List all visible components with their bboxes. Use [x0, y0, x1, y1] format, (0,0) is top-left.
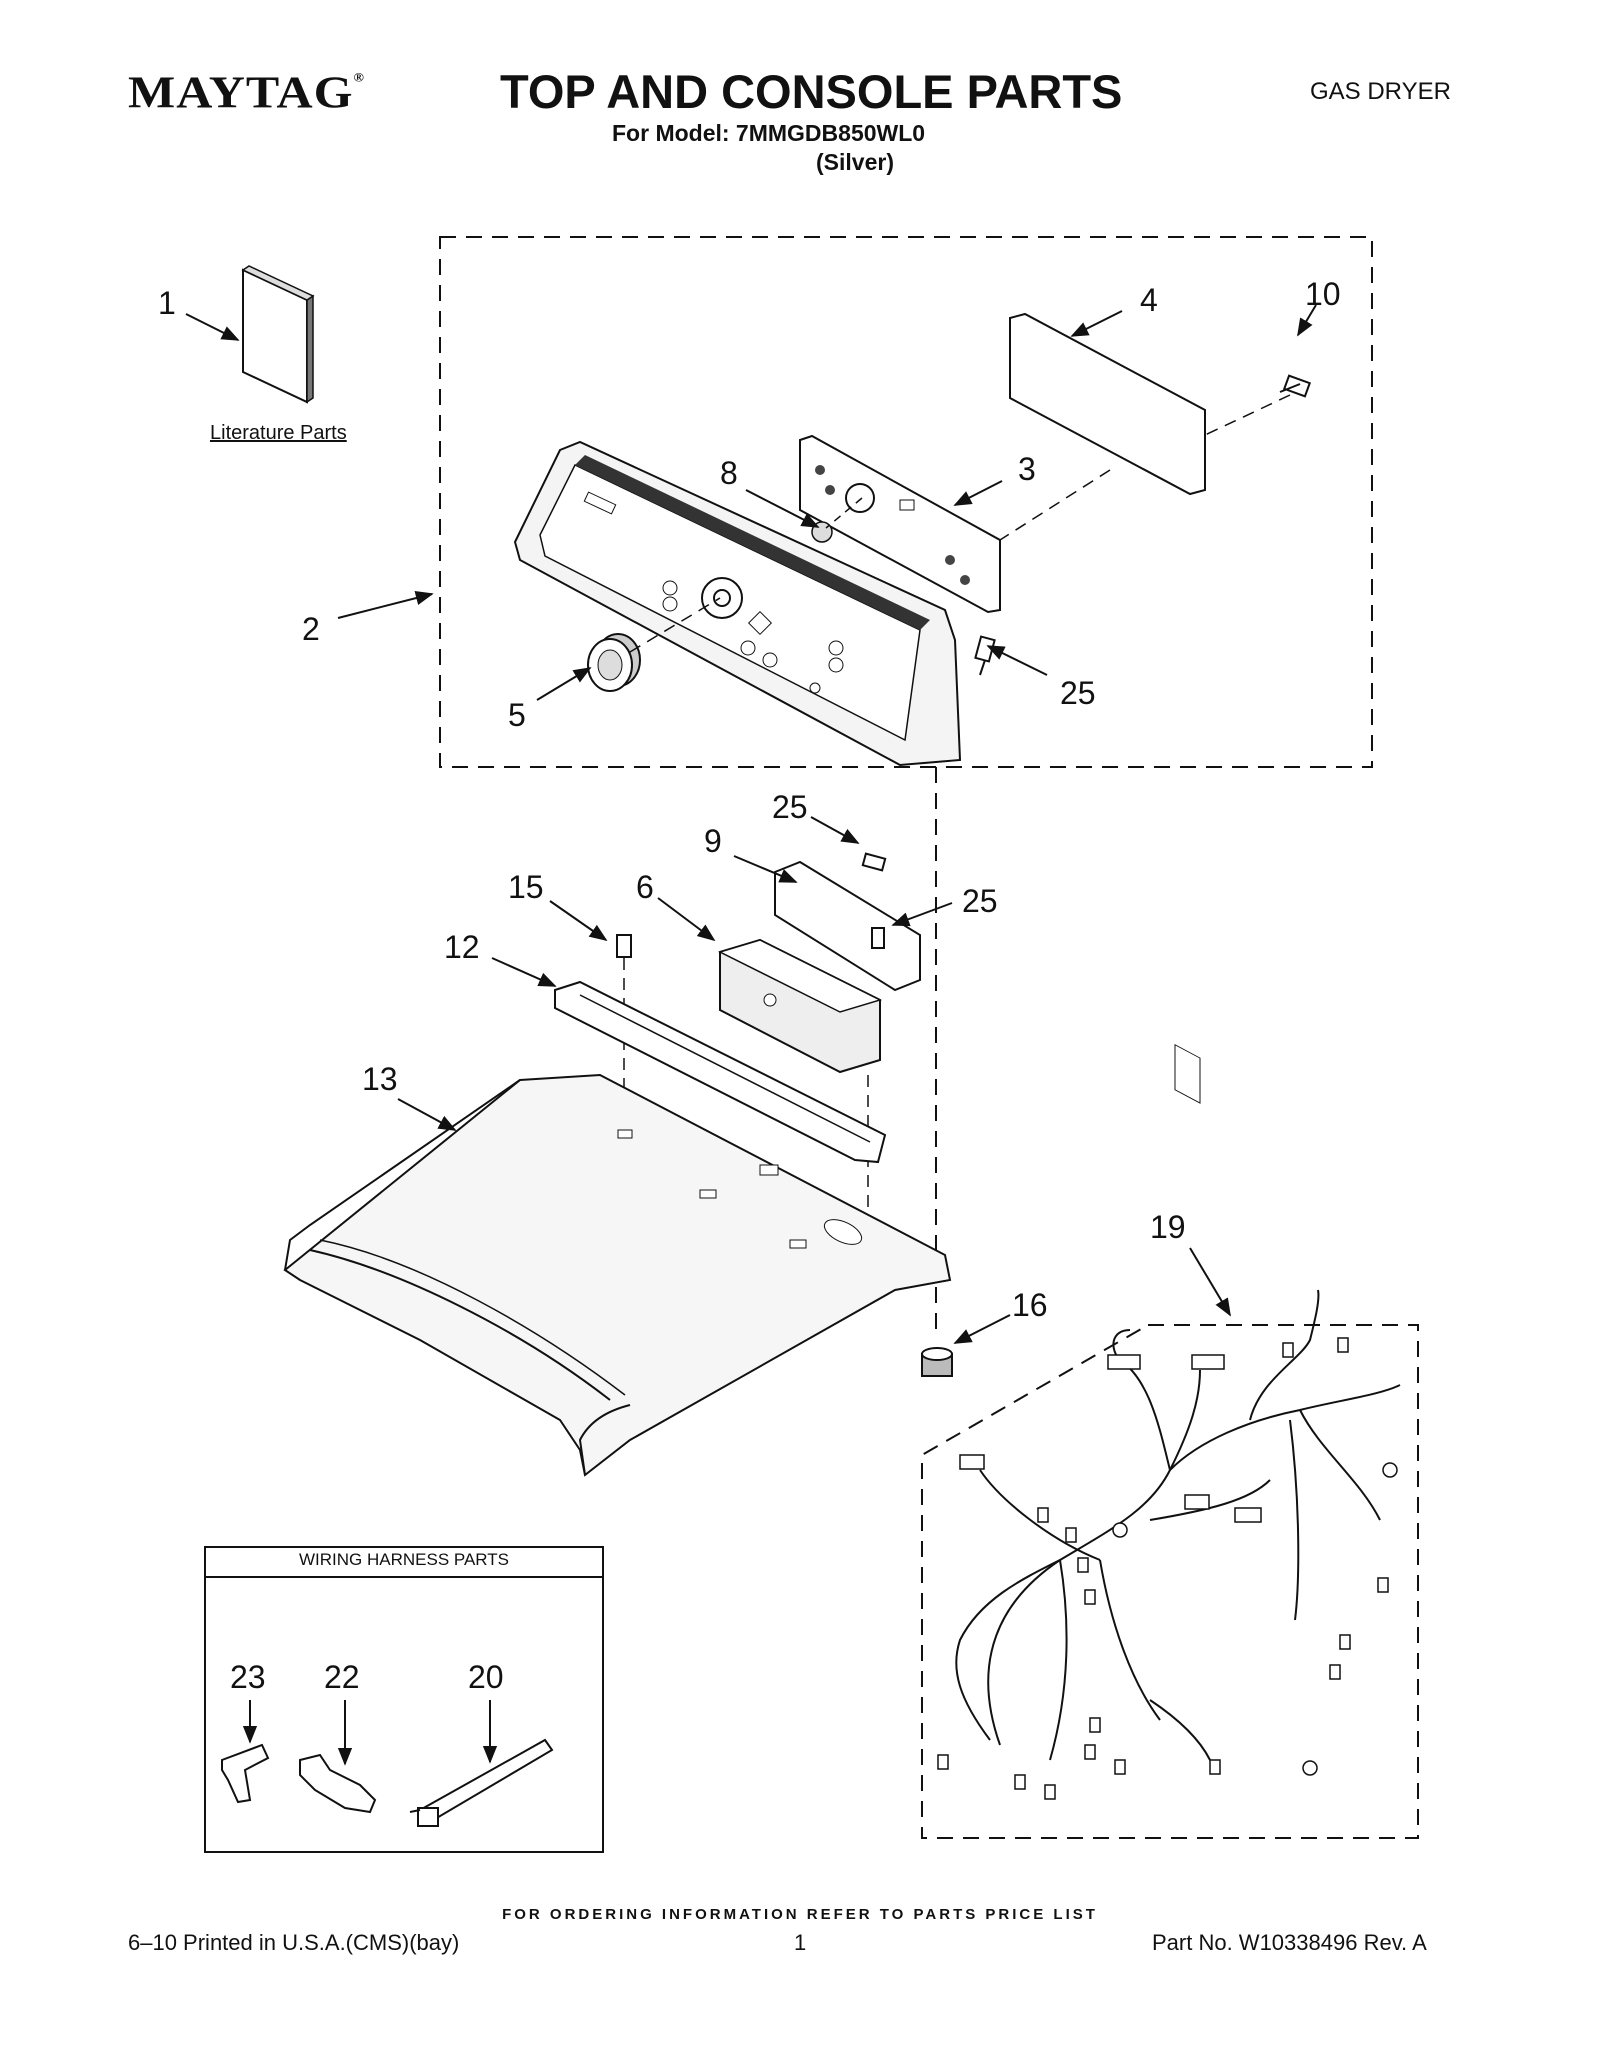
- ui-control-board: [799, 434, 1001, 614]
- callout-10: 10: [1305, 276, 1341, 312]
- ordering-note: FOR ORDERING INFORMATION REFER TO PARTS …: [502, 1906, 1098, 1923]
- wiring-harness: [955, 1289, 1401, 1761]
- callout-1: 1: [158, 285, 176, 321]
- control-console-panel: [513, 440, 962, 767]
- callout-19: 19: [1150, 1209, 1186, 1245]
- callout-5: 5: [508, 697, 526, 733]
- clip-icon: [221, 1743, 270, 1804]
- callout-16: 16: [1012, 1287, 1048, 1323]
- console-group-box: [439, 236, 1373, 768]
- terminal-icon: [299, 1753, 377, 1814]
- callout-12: 12: [444, 929, 480, 965]
- screw-icon: [871, 927, 885, 949]
- callout-25-top: 25: [1060, 675, 1096, 711]
- wiring-parts-box: [204, 1546, 604, 1853]
- foot-icon: [921, 1347, 953, 1377]
- print-info: 6–10 Printed in U.S.A.(CMS)(bay): [128, 1930, 460, 1955]
- callout-25-right: 25: [962, 883, 998, 919]
- dryer-top-panel: [283, 1073, 952, 1477]
- screw-icon: [1279, 374, 1312, 398]
- product-type: GAS DRYER: [1310, 78, 1451, 105]
- callout-4: 4: [1140, 282, 1158, 318]
- brand-logo: MAYTAG®: [128, 66, 365, 118]
- callout-8: 8: [720, 455, 738, 491]
- part-number: Part No. W10338496 Rev. A: [1152, 1930, 1427, 1955]
- screw-icon: [616, 934, 632, 958]
- color-line: (Silver): [816, 149, 894, 175]
- wiring-box-title: WIRING HARNESS PARTS: [298, 1550, 509, 1569]
- knob-icon: [587, 633, 641, 692]
- callout-20: 20: [468, 1659, 504, 1695]
- page-number: 1: [794, 1930, 807, 1955]
- console-rail: [554, 980, 887, 1164]
- callout-13: 13: [362, 1061, 398, 1097]
- callout-3: 3: [1018, 451, 1036, 487]
- console-bracket: [1009, 312, 1206, 1104]
- callout-9: 9: [704, 823, 722, 859]
- screw-icon: [861, 852, 887, 872]
- literature-book-icon: [241, 265, 315, 404]
- cable-tie-icon: [409, 1738, 554, 1827]
- electronic-control-module: [717, 938, 883, 1074]
- harness-group-box: [921, 1324, 1419, 1839]
- page-title: TOP AND CONSOLE PARTS: [500, 65, 1123, 118]
- mounting-bracket: [774, 860, 921, 992]
- callout-22: 22: [324, 1659, 360, 1695]
- harness-connectors: [937, 1337, 1398, 1800]
- callout-6: 6: [636, 869, 654, 905]
- callout-15: 15: [508, 869, 544, 905]
- screw-icon: [974, 635, 996, 676]
- literature-parts-label: Literature Parts: [210, 422, 347, 444]
- callout-23: 23: [230, 1659, 266, 1695]
- model-line: For Model: 7MMGDB850WL0: [612, 120, 926, 146]
- callout-arrows: [185, 304, 1317, 1766]
- callout-25-mid: 25: [772, 789, 808, 825]
- callout-2: 2: [302, 611, 320, 647]
